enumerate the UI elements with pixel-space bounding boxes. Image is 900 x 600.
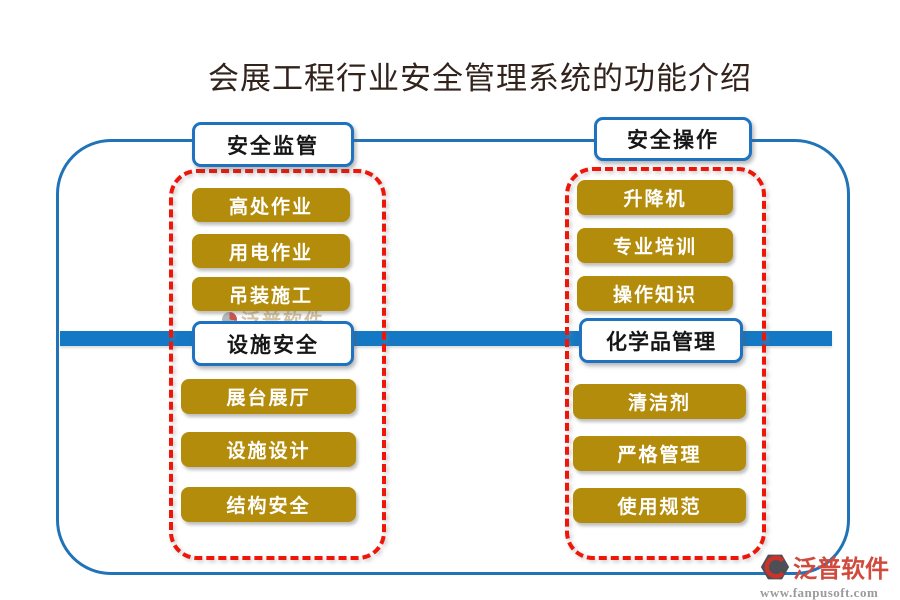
node-group2-item3: 操作知识	[577, 276, 733, 311]
node-group3-item1: 展台展厅	[181, 379, 356, 414]
node-group2-item2: 专业培训	[577, 228, 733, 263]
vendor-name: 泛普软件	[793, 557, 889, 583]
dashed-region-right	[565, 167, 766, 560]
node-group3-item2: 设施设计	[181, 432, 356, 467]
group-label-safety-supervision: 安全监管	[192, 122, 354, 167]
group-label-safety-operation: 安全操作	[594, 117, 752, 161]
vendor-logo: 泛普软件 www.fanpusoft.com	[760, 549, 894, 600]
group-label-facility-safety: 设施安全	[192, 321, 354, 366]
node-group4-item2: 严格管理	[573, 436, 746, 471]
node-group4-item3: 使用规范	[573, 488, 746, 523]
vendor-website: www.fanpusoft.com	[760, 585, 879, 600]
dashed-region-left	[169, 169, 386, 560]
outer-rounded-frame	[56, 139, 850, 575]
fanpu-hexagon-icon	[760, 552, 790, 582]
group-label-chemical-management: 化学品管理	[579, 318, 743, 363]
node-group1-item1: 高处作业	[192, 188, 350, 222]
node-group1-item2: 用电作业	[192, 234, 350, 268]
page-title: 会展工程行业安全管理系统的功能介绍	[208, 61, 752, 96]
node-group2-item1: 升降机	[577, 180, 733, 215]
node-group3-item3: 结构安全	[181, 487, 356, 522]
node-group1-item3: 吊装施工	[192, 277, 350, 311]
node-group4-item1: 清洁剂	[573, 384, 746, 419]
